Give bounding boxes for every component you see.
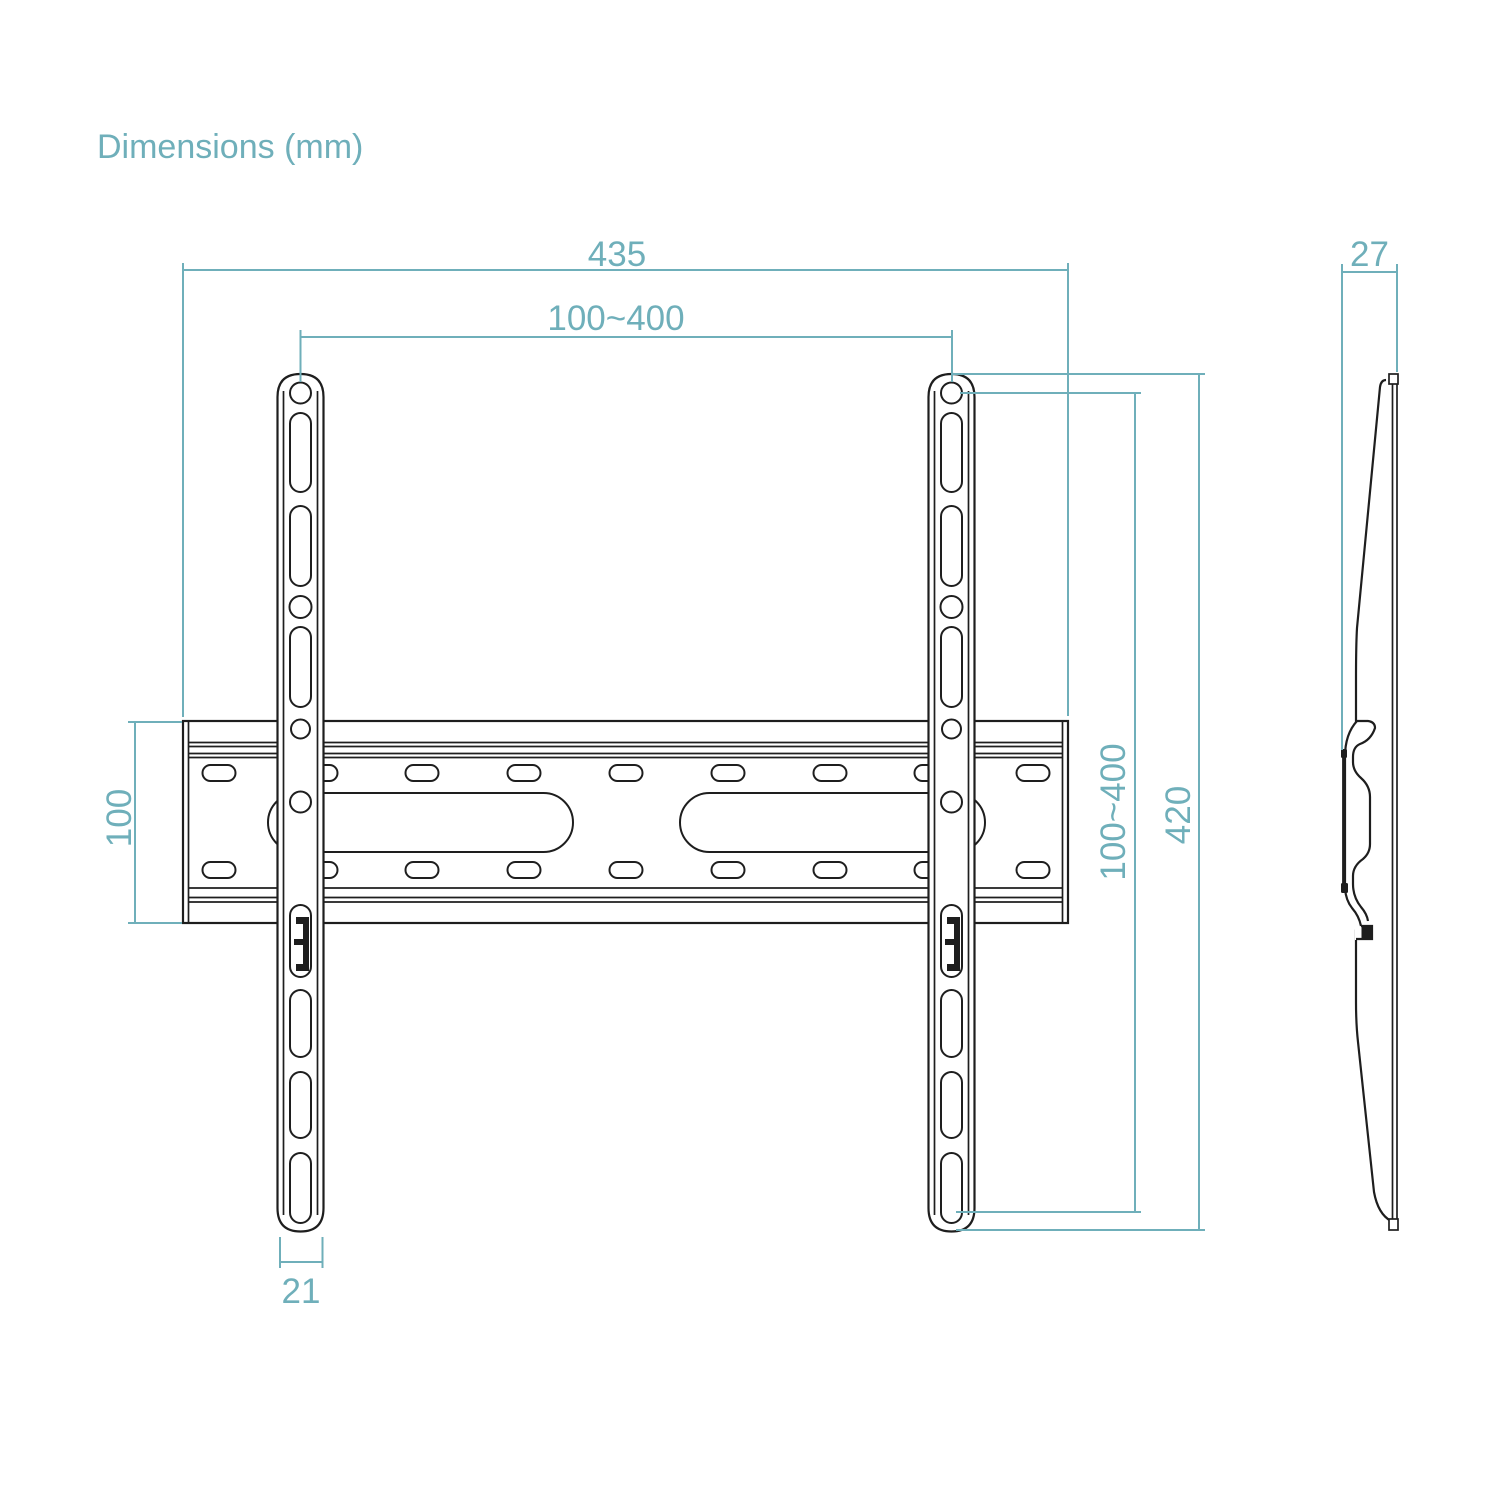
- plate-slot: [506, 764, 542, 782]
- plate-slot: [710, 764, 746, 782]
- side-locking-screw: [1361, 926, 1372, 939]
- plate-slot-row-bottom: [201, 861, 1051, 879]
- dim-label-depth: 27: [1350, 235, 1389, 274]
- dimension-annotations: 435 100~400 100 21 100~400 420 27: [100, 235, 1398, 1311]
- plate-slot: [506, 861, 542, 879]
- side-bracket-bottom-lip: [1388, 1218, 1399, 1231]
- plate-slot: [1015, 861, 1051, 879]
- plate-slot-row-top: [201, 764, 1051, 782]
- dim-label-bracket-height: 420: [1159, 786, 1198, 844]
- plate-slot: [608, 764, 644, 782]
- side-plate-section: [1341, 719, 1378, 941]
- dim-label-plate-height: 100: [100, 789, 139, 847]
- dim-label-vesa-width: 100~400: [547, 299, 684, 338]
- side-plate-lip: [1341, 749, 1347, 758]
- plate-slot: [710, 861, 746, 879]
- plate-slot: [404, 764, 440, 782]
- side-view: [1341, 373, 1399, 1231]
- dim-label-overall-width: 435: [588, 235, 646, 274]
- dim-label-vesa-height: 100~400: [1094, 743, 1133, 880]
- side-bracket-top-lip: [1388, 373, 1399, 385]
- plate-slot: [1015, 764, 1051, 782]
- plate-cutout: [679, 792, 986, 853]
- bracket-left: [276, 372, 325, 1233]
- page-title: Dimensions (mm): [97, 128, 363, 166]
- bracket-right: [927, 372, 976, 1233]
- plate-slot: [812, 764, 848, 782]
- plate-slot: [608, 861, 644, 879]
- wall-plate: [181, 719, 1070, 925]
- plate-slot: [201, 861, 237, 879]
- dim-label-bracket-width: 21: [282, 1272, 321, 1311]
- side-plate-lip: [1341, 883, 1348, 893]
- plate-slot: [812, 861, 848, 879]
- plate-slot: [201, 764, 237, 782]
- plate-slot: [404, 861, 440, 879]
- front-view: [181, 372, 1070, 1233]
- plate-cutout: [267, 792, 574, 853]
